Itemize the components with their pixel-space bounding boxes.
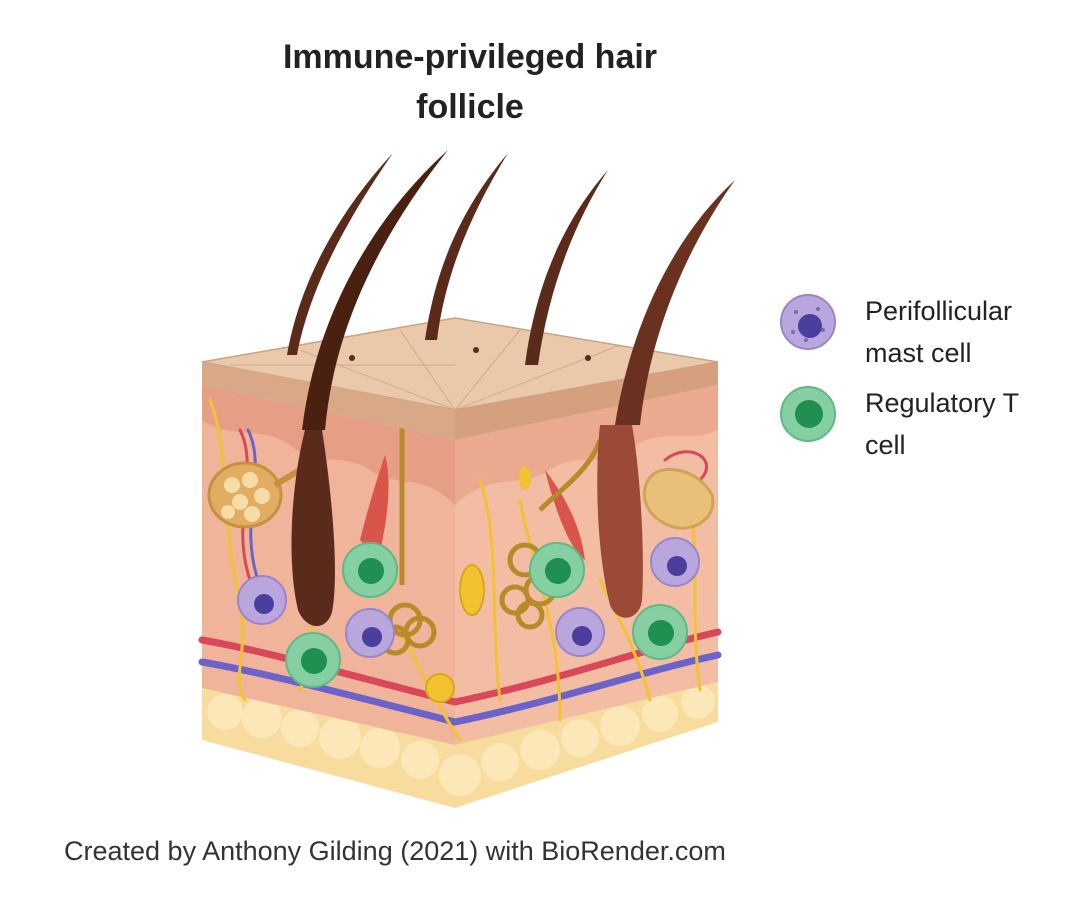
hair-follicle-bulb <box>597 425 643 618</box>
legend-label-mast-cell: Perifollicular mast cell <box>865 296 1013 368</box>
sebaceous-gland <box>207 461 302 529</box>
hair-shaft <box>287 153 393 355</box>
title-line-2: follicle <box>416 88 524 126</box>
pacinian-corpuscle <box>425 673 455 703</box>
legend-item-regulatory-t-cell: Regulatory T cell <box>778 382 1058 474</box>
tissue-mast-cells <box>237 537 700 658</box>
legend-label-regulatory-t-cell: Regulatory T cell <box>865 388 1020 460</box>
figure-title: Immune-privileged hair follicle <box>200 32 740 132</box>
credit-text: Created by Anthony Gilding (2021) with B… <box>64 836 726 866</box>
pacinian-corpuscle <box>459 564 485 616</box>
legend: Perifollicular mast cell Regulatory T ce… <box>778 290 1058 474</box>
sebaceous-gland <box>643 467 715 530</box>
hair-follicle-bulb <box>291 430 335 627</box>
regulatory-t-cell-icon <box>780 386 836 442</box>
mast-cell-icon <box>780 294 836 350</box>
title-line-1: Immune-privileged hair <box>282 38 658 76</box>
subcutaneous-fat-layer <box>202 682 718 808</box>
hair-shaft <box>615 180 735 425</box>
hair-shaft <box>525 170 608 365</box>
hair-shafts <box>287 150 735 430</box>
hair-shaft <box>425 153 508 340</box>
hair-shaft <box>302 150 448 430</box>
tissue-regulatory-t-cells <box>285 542 688 688</box>
arrector-pili-muscle <box>545 470 585 560</box>
arrector-pili-muscle <box>360 455 389 560</box>
legend-item-mast-cell: Perifollicular mast cell <box>778 290 1058 382</box>
pacinian-corpuscle <box>519 466 531 490</box>
